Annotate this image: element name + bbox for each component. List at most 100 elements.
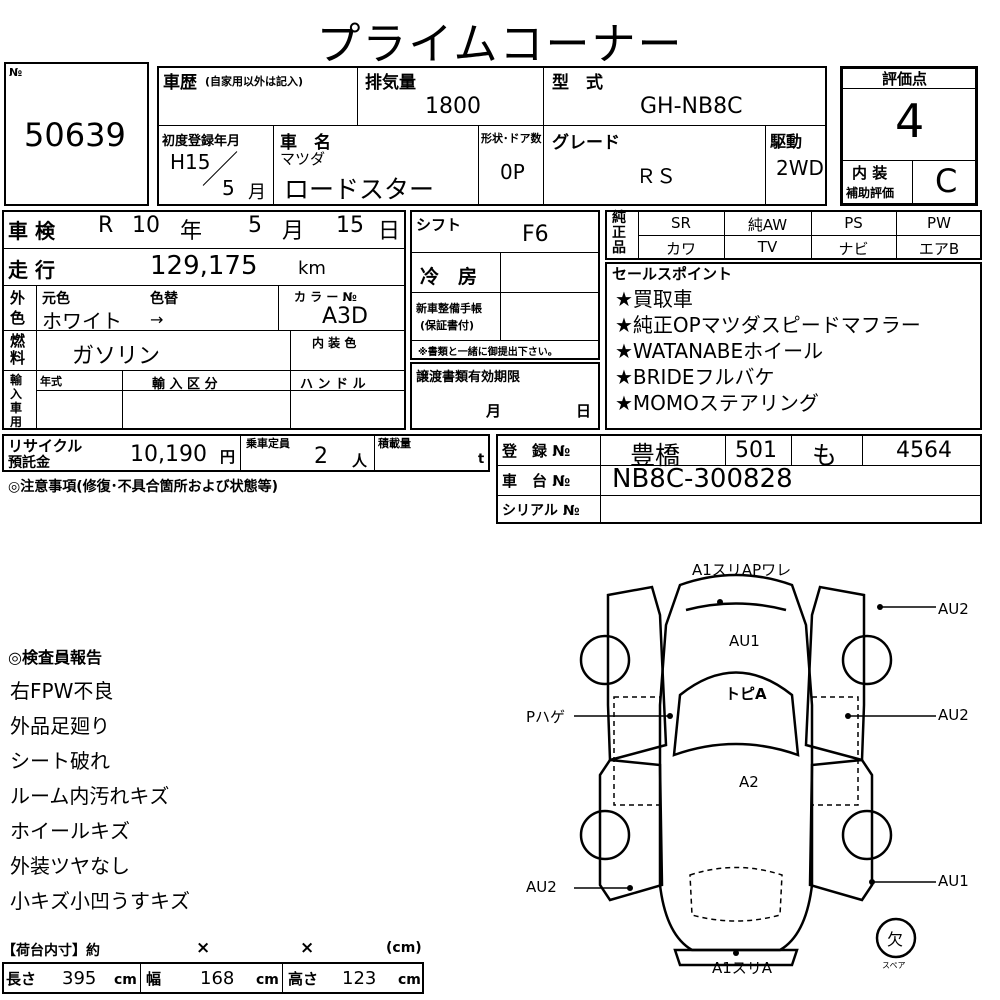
diagram-right-bottom-label: AU1 bbox=[938, 872, 969, 890]
color-label: 外色 bbox=[10, 289, 26, 327]
shift-value: F6 bbox=[522, 222, 549, 247]
displacement-label: 排気量 bbox=[365, 73, 416, 93]
hood-line bbox=[685, 602, 787, 612]
diagram-left-mid-label: Pハゲ bbox=[526, 708, 566, 726]
cargo-length-label: 長さ bbox=[6, 970, 37, 988]
sales-points-label: セールスポイント bbox=[612, 265, 733, 283]
import-handle-label: ハ ン ド ル bbox=[300, 377, 366, 392]
interior-sub: 補助評価 bbox=[846, 186, 895, 200]
car-name-label: 車 名 bbox=[280, 133, 331, 153]
score-value: 4 bbox=[895, 94, 925, 148]
diagram-right-top-label: AU2 bbox=[938, 600, 969, 618]
maintenance-sub: (保証書付) bbox=[420, 319, 475, 332]
diagram-bottom-label: A1スリA bbox=[712, 959, 773, 977]
wheel-front-left bbox=[579, 634, 631, 686]
diagram-spare-sub: スペア bbox=[882, 961, 906, 970]
diagram-hood-label: AU1 bbox=[729, 632, 760, 650]
mileage-unit: km bbox=[298, 258, 326, 279]
equip-top-2: 純AW bbox=[747, 216, 788, 234]
model-label: 型 式 bbox=[552, 73, 603, 93]
cargo-label: 【荷台内寸】約 bbox=[2, 943, 100, 959]
load-unit: t bbox=[478, 452, 485, 467]
diagram-spare-label: 欠 bbox=[887, 930, 904, 949]
lot-label: № bbox=[9, 66, 23, 79]
transfer-label: 譲渡書類有効期限 bbox=[416, 370, 521, 385]
transfer-month-unit: 月 bbox=[486, 402, 502, 420]
cargo-width-unit: cm bbox=[256, 972, 279, 988]
equip-top-4: PW bbox=[927, 214, 951, 232]
equip-top-1: SR bbox=[671, 214, 691, 232]
shift-label: シフト bbox=[416, 216, 462, 234]
cargo-dims bbox=[2, 962, 424, 994]
vehicle-info-block bbox=[2, 210, 406, 430]
sales-point-4: ★BRIDEフルバケ bbox=[615, 365, 775, 389]
recycle-sub: 預託金 bbox=[8, 455, 50, 471]
left-rear-fender bbox=[598, 758, 664, 902]
diagram-cabin-label: A2 bbox=[739, 773, 759, 791]
registration-block bbox=[496, 434, 982, 524]
trunk-line bbox=[689, 866, 783, 922]
doors-value: 0P bbox=[500, 160, 525, 184]
lot-number: 50639 bbox=[24, 116, 126, 154]
score-box bbox=[840, 66, 978, 206]
diagram-roof-label: トピA bbox=[725, 685, 767, 703]
color-value: ホワイト bbox=[42, 309, 122, 333]
color-code-label: カ ラ ー № bbox=[294, 290, 357, 304]
inspection-label: 車 検 bbox=[8, 219, 55, 243]
recycle-label: リサイクル bbox=[8, 437, 83, 455]
cargo-height-unit: cm bbox=[398, 972, 421, 988]
displacement-value: 1800 bbox=[425, 94, 481, 119]
inspection-day: 15 bbox=[336, 213, 364, 238]
sales-point-3: ★WATANABEホイール bbox=[615, 339, 824, 363]
drive-value: 2WD bbox=[776, 156, 824, 180]
lot-box: № 50639 bbox=[4, 62, 149, 206]
inspection-era: R bbox=[98, 213, 114, 238]
registration-number: 4564 bbox=[896, 438, 952, 463]
first-reg-month-unit: 月 bbox=[248, 182, 266, 203]
top-info-block bbox=[157, 66, 827, 206]
cargo-x2: × bbox=[300, 938, 315, 958]
sales-point-2: ★純正OPマツダスピードマフラー bbox=[615, 313, 921, 337]
inspector-item-3: シート破れ bbox=[10, 749, 110, 773]
first-reg-month: 5 bbox=[222, 176, 235, 200]
interior-score-value: C bbox=[935, 162, 958, 200]
recycle-unit: 円 bbox=[220, 448, 236, 466]
inspector-label: ◎検査員報告 bbox=[8, 648, 102, 667]
wheel-rear-right bbox=[841, 809, 893, 861]
chassis-value: NB8C-300828 bbox=[612, 464, 793, 494]
registration-label: 登 録 № bbox=[502, 442, 571, 460]
model-value: GH-NB8C bbox=[640, 94, 743, 119]
diagram-top-label: A1スリAPワレ bbox=[692, 561, 792, 579]
color-code: A3D bbox=[322, 304, 368, 329]
color-change-label: 色替 bbox=[150, 291, 178, 307]
inspection-year-unit: 年 bbox=[180, 219, 203, 244]
doors-label: 形状･ドア数 bbox=[481, 132, 542, 145]
fuel-value: ガソリン bbox=[72, 344, 161, 369]
registration-kana: も bbox=[812, 441, 838, 470]
mileage-label: 走 行 bbox=[8, 258, 55, 282]
transfer-day-unit: 日 bbox=[576, 402, 592, 420]
cargo-length-unit: cm bbox=[114, 972, 137, 988]
equip-bottom-2: TV bbox=[757, 238, 778, 256]
cargo-width: 168 bbox=[200, 968, 235, 989]
grade-label: グレード bbox=[552, 133, 620, 153]
right-door bbox=[811, 696, 859, 806]
inspection-month: 5 bbox=[248, 213, 262, 238]
recycle-block bbox=[2, 434, 490, 472]
color-orig-label: 元色 bbox=[42, 291, 70, 307]
serial-label: シリアル № bbox=[502, 503, 580, 519]
history-note: (自家用以外は記入) bbox=[205, 75, 304, 88]
load-label: 積載量 bbox=[378, 437, 411, 450]
capacity-unit: 人 bbox=[352, 452, 368, 470]
wheel-rear-left bbox=[579, 809, 631, 861]
diagram-left-bottom-label: AU2 bbox=[526, 878, 557, 896]
inspection-month-unit: 月 bbox=[282, 219, 305, 244]
car-name-value: ロードスター bbox=[284, 175, 435, 204]
equip-top-3: PS bbox=[844, 214, 863, 232]
capacity-label: 乗車定員 bbox=[246, 437, 290, 450]
inspector-item-7: 小キズ小凹うすキズ bbox=[10, 889, 190, 913]
inspector-item-2: 外品足廻り bbox=[10, 714, 110, 738]
import-label: 輸入車用 bbox=[10, 373, 23, 429]
wheel-front-right bbox=[841, 634, 893, 686]
color-arrow: → bbox=[150, 310, 164, 329]
